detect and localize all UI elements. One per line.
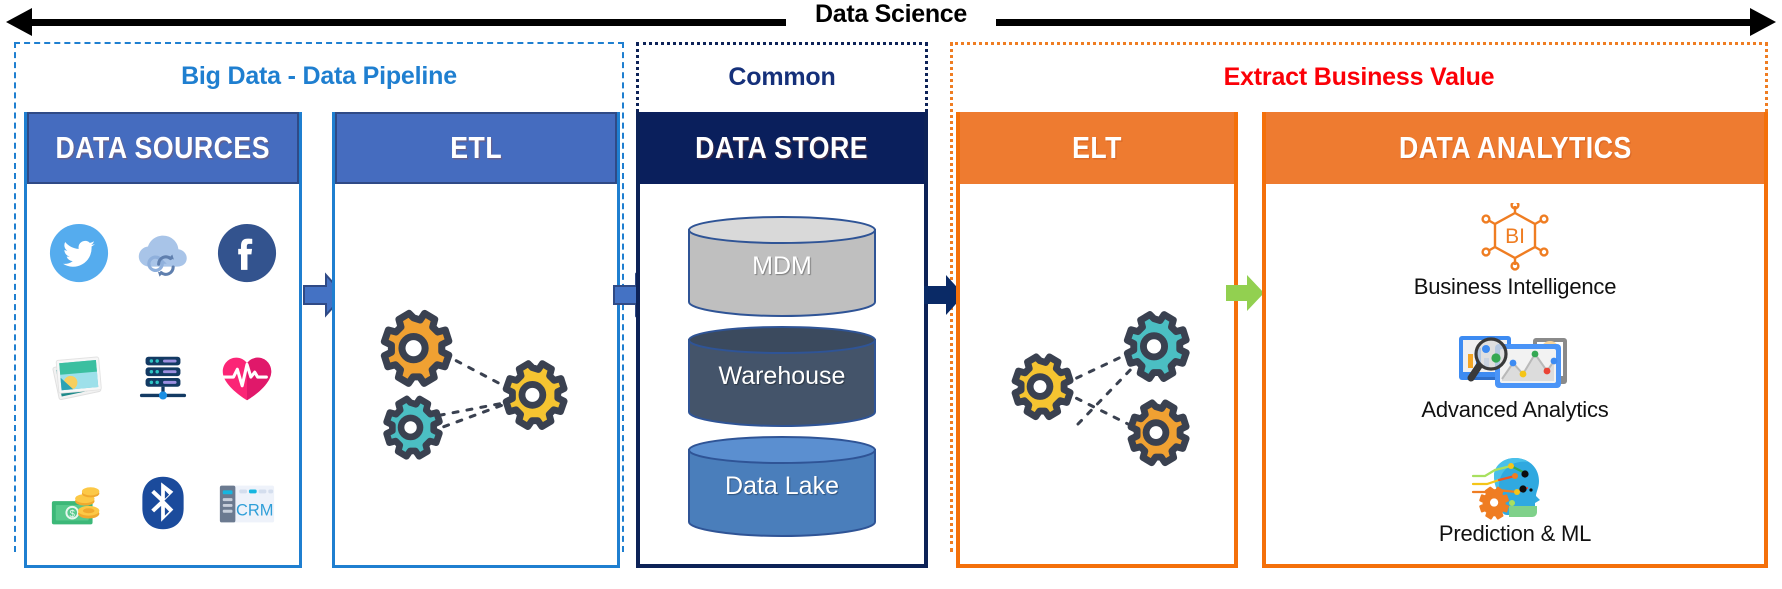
analytics-label-advanced-analytics: Advanced Analytics [1421, 397, 1609, 423]
ai-head-icon [1471, 457, 1540, 520]
panel-body-data-sources: $ [27, 184, 299, 565]
store-label-data-lake: Data Lake [725, 471, 839, 500]
analytics-item-advanced-analytics[interactable]: Advanced Analytics [1421, 330, 1609, 423]
panel-body-elt [960, 184, 1234, 564]
panel-body-etl [335, 184, 617, 565]
store-cylinder-data-lake[interactable]: Data Lake [683, 434, 881, 538]
arrow-elt-to-analytics [1224, 272, 1266, 314]
server-network-icon[interactable] [132, 347, 194, 409]
analytics-label-prediction-ml: Prediction & ML [1438, 520, 1592, 546]
panel-title-data-store: DATA STORE [695, 130, 869, 165]
panel-header-data-sources: DATA SOURCES [27, 112, 299, 184]
panel-body-data-analytics: BI Business Intelligence [1266, 184, 1764, 564]
facebook-icon[interactable] [216, 222, 278, 284]
panel-body-data-store: MDM Warehouse Data Lake [640, 184, 924, 564]
bluetooth-icon[interactable] [132, 472, 194, 534]
analytics-items: BI Business Intelligence [1266, 184, 1764, 564]
page-title: Data Science [802, 0, 980, 29]
panel-header-data-analytics: DATA ANALYTICS [1266, 112, 1764, 184]
right-arrowhead [1750, 8, 1776, 36]
gears-cluster-elt [1011, 311, 1190, 467]
panel-title-etl: ETL [450, 130, 502, 165]
diagram-canvas: Data Science Big Data - Data Pipeline Co… [0, 0, 1782, 568]
store-label-mdm: MDM [752, 251, 812, 280]
panel-title-elt: ELT [1072, 130, 1122, 165]
svg-text:$: $ [70, 509, 76, 520]
panel-header-etl: ETL [335, 112, 617, 184]
panel-data-sources[interactable]: DATA SOURCES [24, 112, 302, 568]
analytics-label-business-intelligence: Business Intelligence [1413, 274, 1617, 300]
panel-title-data-sources: DATA SOURCES [55, 130, 271, 165]
analytics-item-prediction-ml[interactable]: Prediction & ML [1439, 454, 1591, 547]
group-label-common: Common [728, 63, 836, 91]
store-cylinder-warehouse[interactable]: Warehouse [683, 324, 881, 428]
photos-icon[interactable] [48, 347, 110, 409]
panel-data-store[interactable]: DATA STORE MDM Warehouse [636, 112, 928, 568]
svg-text:CRM: CRM [236, 501, 273, 519]
data-store-cylinders: MDM Warehouse Data Lake [640, 184, 924, 564]
crm-icon[interactable]: CRM [216, 472, 278, 534]
panel-header-data-store: DATA STORE [640, 112, 924, 184]
panel-elt[interactable]: ELT [956, 112, 1238, 568]
data-sources-icon-grid: $ [27, 184, 299, 565]
group-label-big-data: Big Data - Data Pipeline [181, 62, 457, 90]
cloud-sync-icon[interactable] [132, 222, 194, 284]
data-science-axis: Data Science [0, 0, 1782, 36]
panel-title-data-analytics: DATA ANALYTICS [1398, 130, 1632, 165]
bi-hexagon-icon: BI [1481, 203, 1549, 271]
axis-line-left [26, 19, 786, 26]
heartbeat-icon[interactable] [216, 347, 278, 409]
left-arrowhead [6, 8, 32, 36]
panel-header-elt: ELT [960, 112, 1234, 184]
money-coins-icon[interactable]: $ [48, 472, 110, 534]
store-cylinder-mdm[interactable]: MDM [683, 214, 881, 318]
twitter-icon[interactable] [48, 222, 110, 284]
analytics-item-business-intelligence[interactable]: BI Business Intelligence [1414, 203, 1616, 300]
arrow-store-to-elt [922, 272, 966, 318]
analytics-dashboard-icon [1459, 336, 1567, 389]
panel-data-analytics[interactable]: DATA ANALYTICS BI [1262, 112, 1768, 568]
axis-line-right [996, 19, 1756, 26]
panel-etl[interactable]: ETL [332, 112, 620, 568]
group-label-extract: Extract Business Value [1223, 63, 1495, 91]
svg-text:BI: BI [1505, 225, 1525, 248]
store-label-warehouse: Warehouse [718, 361, 846, 390]
gears-cluster-etl [380, 309, 568, 460]
